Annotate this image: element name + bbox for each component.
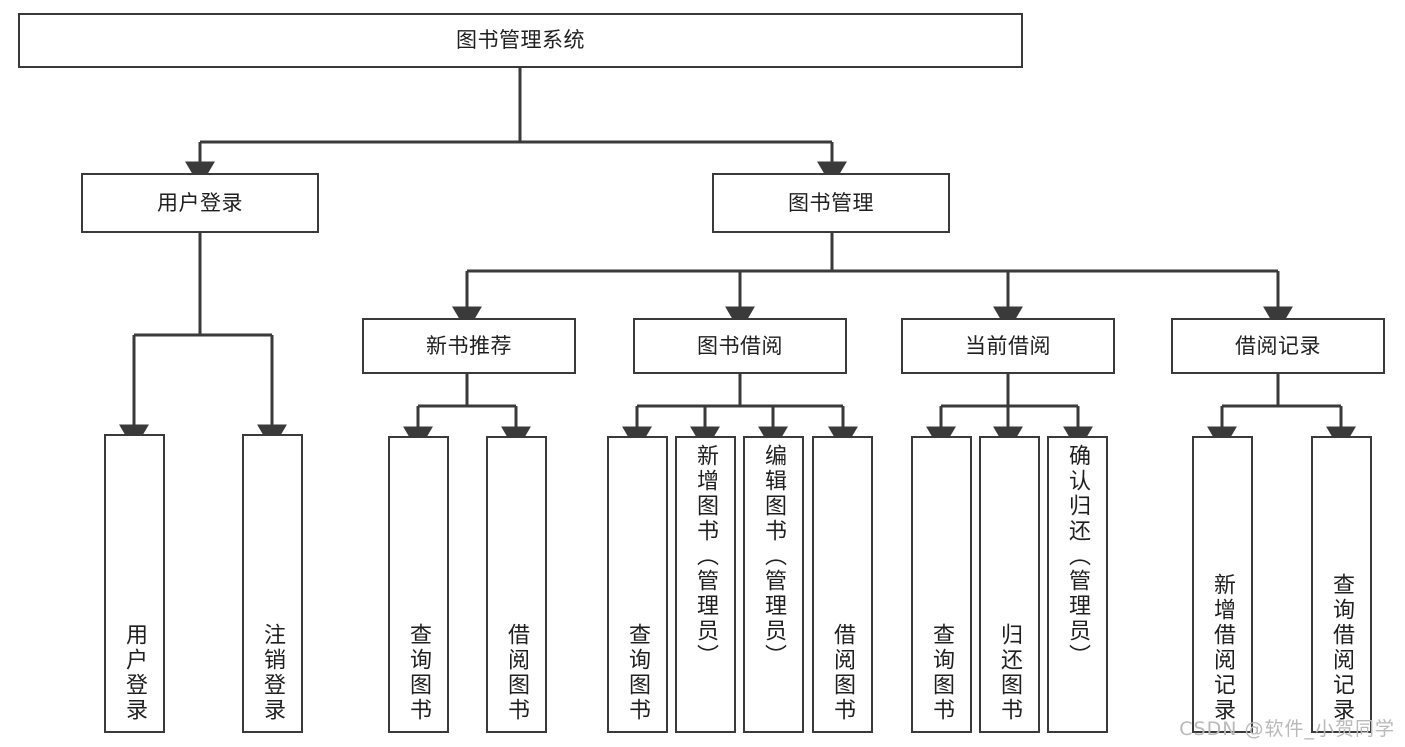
node-user-login-label: 用户登录 xyxy=(157,190,243,215)
leaf-query-book-current-label: 查询图书 xyxy=(929,623,955,723)
leaf-borrow-book[interactable]: 借阅图书 xyxy=(812,436,873,733)
node-borrow-record-label: 借阅记录 xyxy=(1235,333,1321,358)
leaf-query-book-recommend-label: 查询图书 xyxy=(406,623,432,723)
leaf-confirm-return-admin[interactable]: 确认归还（管理员） xyxy=(1047,436,1108,733)
leaf-add-borrow-record-label: 新增借阅记录 xyxy=(1210,573,1236,723)
leaf-confirm-return-admin-label: 确认归还（管理员） xyxy=(1065,444,1091,669)
leaf-borrow-book-recommend[interactable]: 借阅图书 xyxy=(486,436,547,733)
leaf-query-borrow-record[interactable]: 查询借阅记录 xyxy=(1311,436,1372,733)
leaf-edit-book-admin[interactable]: 编辑图书（管理员） xyxy=(743,436,804,733)
node-user-login[interactable]: 用户登录 xyxy=(81,173,319,233)
leaf-add-book-admin[interactable]: 新增图书（管理员） xyxy=(675,436,736,733)
leaf-logout[interactable]: 注销登录 xyxy=(242,434,303,733)
watermark-text: CSDN @软件_小贺同学 xyxy=(1179,718,1395,740)
leaf-query-borrow-record-label: 查询借阅记录 xyxy=(1329,573,1355,723)
leaf-query-book-borrow[interactable]: 查询图书 xyxy=(607,436,668,733)
node-current-borrow[interactable]: 当前借阅 xyxy=(901,318,1115,374)
leaf-return-book[interactable]: 归还图书 xyxy=(979,436,1040,733)
leaf-edit-book-admin-label: 编辑图书（管理员） xyxy=(761,444,787,669)
leaf-query-book-current[interactable]: 查询图书 xyxy=(911,436,972,733)
leaf-user-login[interactable]: 用户登录 xyxy=(104,434,165,733)
leaf-add-borrow-record[interactable]: 新增借阅记录 xyxy=(1192,436,1253,733)
leaf-borrow-book-label: 借阅图书 xyxy=(830,623,856,723)
node-new-book-recommend[interactable]: 新书推荐 xyxy=(362,318,576,374)
node-book-borrow-label: 图书借阅 xyxy=(697,333,783,358)
node-current-borrow-label: 当前借阅 xyxy=(965,333,1051,358)
leaf-logout-label: 注销登录 xyxy=(260,623,286,723)
leaf-query-book-borrow-label: 查询图书 xyxy=(625,623,651,723)
node-book-management[interactable]: 图书管理 xyxy=(712,173,950,233)
node-borrow-record[interactable]: 借阅记录 xyxy=(1171,318,1385,374)
leaf-return-book-label: 归还图书 xyxy=(997,623,1023,723)
leaf-borrow-book-recommend-label: 借阅图书 xyxy=(504,623,530,723)
node-new-book-recommend-label: 新书推荐 xyxy=(426,333,512,358)
leaf-query-book-recommend[interactable]: 查询图书 xyxy=(388,436,449,733)
node-book-management-label: 图书管理 xyxy=(788,190,874,215)
leaf-user-login-label: 用户登录 xyxy=(122,623,148,723)
node-book-borrow[interactable]: 图书借阅 xyxy=(633,318,847,374)
node-root[interactable]: 图书管理系统 xyxy=(18,13,1023,68)
leaf-add-book-admin-label: 新增图书（管理员） xyxy=(693,444,719,669)
node-root-label: 图书管理系统 xyxy=(456,28,585,53)
